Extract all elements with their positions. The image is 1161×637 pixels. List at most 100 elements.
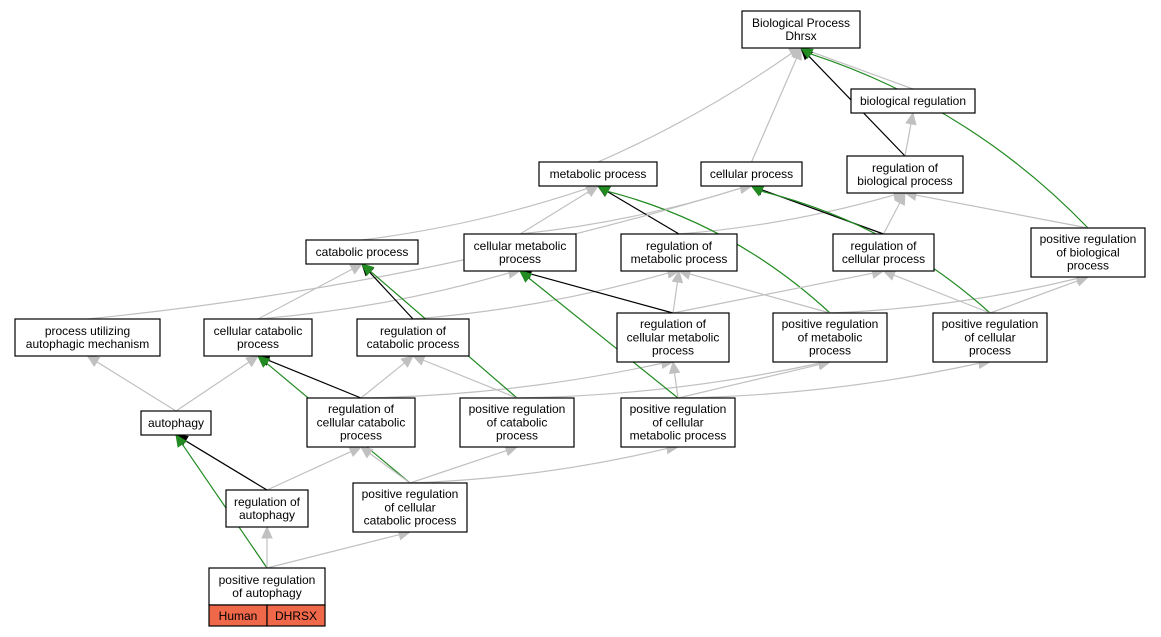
edge-line	[266, 451, 352, 491]
node-autophagy[interactable]: autophagy	[140, 410, 212, 436]
node-label-line: process	[496, 429, 538, 443]
annotation-cell	[266, 604, 326, 627]
edge-line	[360, 362, 405, 399]
node-label-line: positive regulation	[942, 317, 1039, 331]
arrowhead-icon	[245, 355, 260, 368]
edge-line	[677, 363, 820, 399]
node-label-line: regulation of	[850, 239, 917, 253]
edge-line	[257, 272, 510, 320]
edge-line	[519, 187, 741, 235]
node-box	[140, 410, 212, 436]
edge-is-a	[882, 269, 991, 314]
edge-line	[882, 202, 901, 235]
node-label-line: biological regulation	[860, 94, 966, 108]
edge-line	[893, 274, 991, 314]
arrowhead-icon	[361, 263, 375, 276]
node-box	[850, 88, 976, 114]
edge-line	[672, 272, 873, 314]
edge-line	[360, 362, 663, 399]
edge-line	[267, 359, 362, 399]
node-box	[306, 397, 416, 448]
node-metabolic-process[interactable]: metabolic process	[538, 161, 658, 187]
edge-is-a	[677, 268, 831, 314]
edge-is-a	[672, 267, 885, 314]
node-label-line: process	[1067, 259, 1109, 273]
arrowhead-icon	[349, 263, 364, 275]
edge-is-a	[671, 269, 684, 314]
edge-line	[519, 191, 589, 235]
node-label-line: cellular metabolic	[627, 330, 720, 344]
node-box	[772, 312, 888, 363]
node-label-line: regulation of	[872, 161, 939, 175]
edge-line	[369, 271, 414, 320]
node-label-line: process	[340, 429, 382, 443]
edge-is-a	[882, 191, 906, 235]
node-box	[741, 10, 861, 49]
edge-line	[597, 52, 792, 163]
edge-is-a	[86, 355, 177, 412]
arrowhead-icon	[791, 46, 802, 61]
edge-is-a	[409, 445, 519, 484]
edge-is-a	[175, 355, 260, 412]
arrowhead-icon	[411, 354, 426, 366]
node-box	[14, 318, 161, 357]
node-label-line: positive regulation	[1040, 232, 1137, 246]
edge-line	[530, 273, 674, 314]
node-biological-regulation[interactable]: biological regulation	[850, 88, 976, 114]
edge-is-a	[904, 111, 917, 157]
edge-is-a	[266, 446, 363, 491]
node-label-line: Dhrsx	[785, 29, 816, 43]
edge-regulates	[256, 354, 362, 399]
arrowhead-icon	[86, 355, 101, 367]
node-label-line: regulation of	[640, 317, 707, 331]
node-label-line: of biological	[1056, 245, 1119, 259]
annotation-label: DHRSX	[275, 609, 317, 623]
arrowhead-icon	[348, 446, 363, 458]
node-box	[832, 233, 935, 272]
node-catabolic-process[interactable]: catabolic process	[305, 239, 419, 265]
node-label-line: process	[809, 344, 851, 358]
edge-line	[181, 443, 268, 569]
edge-regulates	[174, 434, 268, 491]
node-box	[459, 397, 575, 448]
node-cellular-process[interactable]: cellular process	[700, 161, 803, 187]
node-label-line: regulation of	[328, 402, 395, 416]
node-box	[846, 155, 964, 194]
node-label-line: Biological Process	[752, 16, 850, 30]
edge-is-a	[903, 189, 1089, 229]
edge-positively-regulates	[799, 47, 1089, 229]
edge-line	[412, 272, 669, 320]
edge-line	[915, 194, 1089, 229]
node-label-line: catabolic process	[367, 337, 460, 351]
edge-line	[422, 359, 518, 399]
node-box	[305, 239, 419, 265]
edge-line	[811, 51, 914, 90]
arrowhead-icon	[261, 525, 273, 539]
edge-is-a	[409, 442, 680, 484]
edge-is-a	[266, 529, 412, 569]
edge-line	[266, 534, 400, 569]
node-label-line: positive regulation	[219, 573, 316, 587]
node-label-line: biological process	[857, 174, 952, 188]
node-label-line: autophagy	[239, 508, 295, 522]
node-label-line: cellular catabolic	[214, 324, 303, 338]
